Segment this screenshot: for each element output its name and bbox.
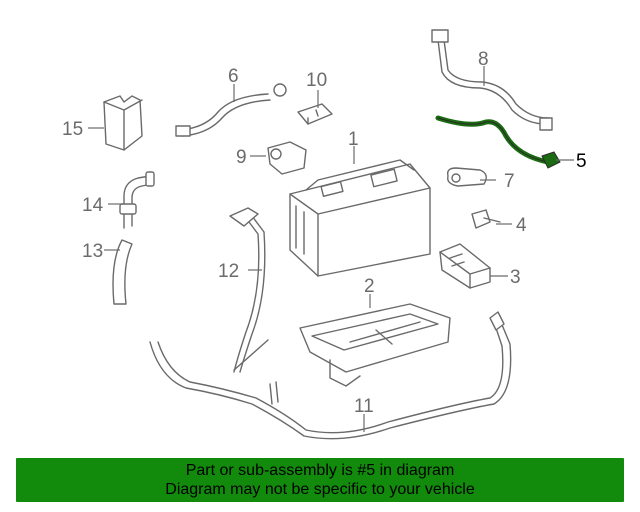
part-5-cable-highlighted[interactable] [435, 115, 561, 169]
info-banner: Part or sub-assembly is #5 in diagram Di… [16, 458, 624, 502]
callout-6: 6 [228, 66, 239, 87]
part-14-connector[interactable] [119, 171, 155, 229]
part-10-bracket[interactable] [297, 103, 333, 125]
part-3-holder[interactable] [439, 243, 491, 289]
part-4-bolt[interactable] [471, 209, 501, 229]
callout-14: 14 [82, 195, 104, 216]
callout-4: 4 [516, 215, 527, 236]
part-13-hose[interactable] [112, 239, 133, 305]
part-1-battery[interactable] [289, 159, 431, 277]
part-11-harness[interactable] [149, 311, 512, 440]
part-8-cable[interactable] [431, 29, 553, 131]
callout-9: 9 [236, 147, 247, 168]
callout-15: 15 [62, 119, 83, 140]
callout-10: 10 [306, 70, 327, 91]
callout-13: 13 [82, 241, 103, 262]
banner-line-1: Part or sub-assembly is #5 in diagram [185, 462, 455, 479]
part-7-clamp[interactable] [446, 167, 487, 187]
callout-3: 3 [510, 267, 521, 288]
callout-2: 2 [364, 276, 375, 297]
part-15-module[interactable] [103, 95, 143, 151]
part-2-tray[interactable] [299, 303, 451, 387]
parts-diagram: 15 6 10 9 1 8 5 7 4 3 2 12 11 14 13 [62, 29, 587, 440]
part-9-terminal[interactable] [267, 141, 307, 175]
callout-1: 1 [348, 129, 359, 150]
callout-5: 5 [576, 151, 587, 172]
callout-12: 12 [218, 261, 239, 282]
banner-line-2: Diagram may not be specific to your vehi… [165, 481, 475, 498]
part-6-cable[interactable] [175, 83, 287, 137]
part-12-cable[interactable] [229, 207, 269, 373]
callout-11: 11 [354, 396, 374, 417]
callout-7: 7 [504, 171, 515, 192]
leader-lines [88, 66, 574, 432]
callout-8: 8 [478, 49, 489, 70]
